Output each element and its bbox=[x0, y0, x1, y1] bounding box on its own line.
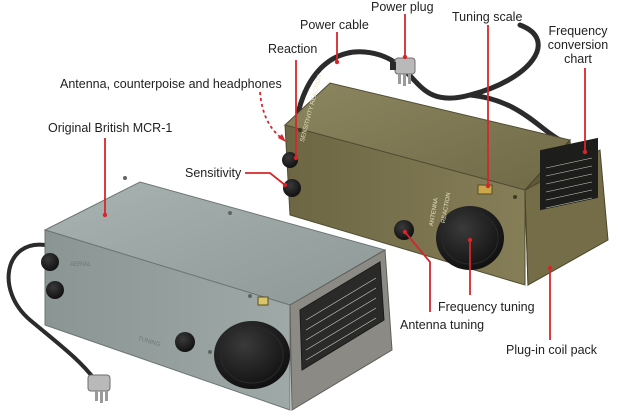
grey-chart-lines bbox=[305, 277, 377, 361]
callout-leaders bbox=[102, 14, 588, 340]
label-antenna-tuning: Antenna tuning bbox=[400, 318, 485, 332]
grey-receiver bbox=[41, 176, 393, 411]
reaction-knob bbox=[282, 152, 298, 168]
chart-lines bbox=[545, 157, 593, 209]
grey-power-cable bbox=[6, 242, 97, 382]
label-frequency-conversion-chart: Frequency conversion chart bbox=[547, 24, 609, 66]
power-plug bbox=[390, 57, 416, 86]
power-cable bbox=[292, 22, 541, 135]
label-power-plug: Power plug bbox=[371, 0, 434, 14]
label-plug-in-coil-pack: Plug-in coil pack bbox=[506, 343, 598, 357]
label-sensitivity: Sensitivity bbox=[185, 166, 242, 180]
sensitivity-knob bbox=[283, 179, 301, 197]
panel-text-aerial: AERIAL bbox=[70, 262, 92, 268]
label-antenna-counterpoise-headphones: Antenna, counterpoise and headphones bbox=[60, 77, 282, 91]
label-frequency-tuning: Frequency tuning bbox=[438, 300, 535, 314]
tuning-scale-window bbox=[477, 184, 493, 195]
grey-power-plug bbox=[87, 374, 111, 403]
label-reaction: Reaction bbox=[268, 42, 318, 56]
antenna-tuning-knob bbox=[394, 220, 414, 240]
label-original-british: Original British MCR-1 bbox=[48, 121, 173, 135]
label-tuning-scale: Tuning scale bbox=[452, 10, 523, 24]
label-power-cable: Power cable bbox=[300, 18, 369, 32]
